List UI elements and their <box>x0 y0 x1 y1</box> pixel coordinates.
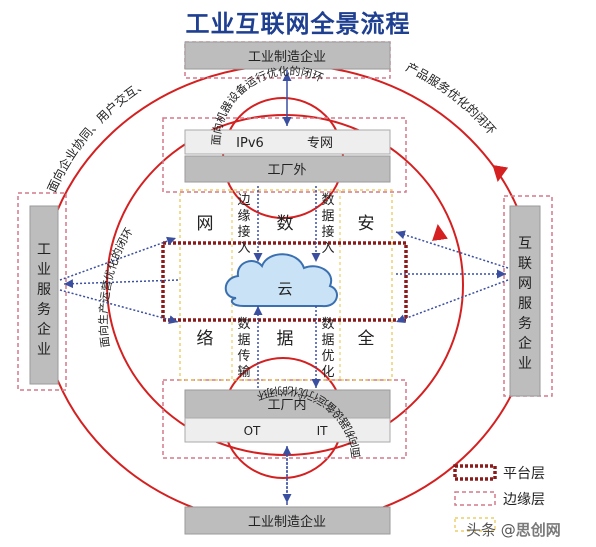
edge_access-char: 边 <box>237 193 250 208</box>
data_optimize-char: 据 <box>321 333 334 348</box>
cloud-icon <box>224 253 338 308</box>
private-net-label: 专网 <box>307 136 333 151</box>
middle-loop-arrow <box>432 224 448 241</box>
network-row <box>184 129 391 155</box>
arrow-left-to-platform-bottom <box>59 289 179 324</box>
arrow-left-to-platform-top <box>59 236 177 281</box>
arrow-right-to-platform-bottom <box>395 279 509 324</box>
watermark-prefix: 头条 @ <box>466 521 516 539</box>
right_box-char: 企 <box>518 335 532 352</box>
edge_access-char: 缘 <box>237 209 250 224</box>
right_box-char: 联 <box>518 256 532 272</box>
edge_access-char: 入 <box>237 241 250 256</box>
left_box-char: 企 <box>37 321 51 338</box>
edge-box-right <box>503 195 553 397</box>
watermark: 头条 @思创网 <box>466 519 561 540</box>
platform-layer-box <box>161 241 408 322</box>
data_transfer-char: 数 <box>237 317 250 332</box>
data_optimize-char: 化 <box>321 365 334 380</box>
right_box-char: 务 <box>518 316 532 332</box>
legend-edge-label: 边缘层 <box>503 492 545 508</box>
data_access-char: 据 <box>321 209 334 224</box>
security-char-2: 数 <box>277 214 294 234</box>
security-char-6: 全 <box>358 329 375 349</box>
security-char-3: 安 <box>358 214 375 234</box>
edge_access-char: 接 <box>237 224 250 240</box>
factory-inside-label: 工厂内 <box>267 397 306 413</box>
top-company-label: 工业制造企业 <box>248 49 326 65</box>
left_box-char: 业 <box>37 342 51 358</box>
arc-label-inner-left: 面向生产运营优化的闭环 <box>96 226 135 349</box>
data_optimize-char: 优 <box>321 349 334 364</box>
right_box-char: 网 <box>518 276 532 292</box>
right_box-char: 互 <box>518 236 532 252</box>
factory-outside-label: 工厂外 <box>267 163 306 178</box>
data_access-char: 入 <box>321 241 334 256</box>
edge-box-bottom <box>162 379 407 459</box>
watermark-name: 思创网 <box>515 521 561 539</box>
left_box-char: 工 <box>37 242 51 258</box>
arrow-right-to-platform-top <box>395 230 509 269</box>
left_box-char: 务 <box>37 302 51 318</box>
data_transfer-char: 传 <box>237 349 250 364</box>
legend-third-swatch <box>454 517 496 532</box>
data_transfer-char: 据 <box>237 333 250 348</box>
left_box-char: 服 <box>37 282 51 298</box>
cloud-label: 云 <box>277 280 292 298</box>
ot-label: OT <box>244 424 261 438</box>
legend-platform-label: 平台层 <box>503 466 545 482</box>
security-char-4: 络 <box>197 329 214 349</box>
bottom-company-label: 工业制造企业 <box>248 514 326 530</box>
data_access-char: 数 <box>321 193 334 208</box>
edge-box-left <box>17 192 67 391</box>
middle-loop <box>106 114 464 456</box>
it-label: IT <box>317 424 329 438</box>
right_box-char: 业 <box>518 356 532 372</box>
data_access-char: 接 <box>321 224 334 240</box>
left_box-char: 业 <box>37 262 51 278</box>
right-company-box <box>509 205 541 397</box>
ot-it-row <box>184 417 391 443</box>
security-char-1: 网 <box>197 214 214 234</box>
top-company-box <box>184 41 391 70</box>
arrow-platform-to-left <box>63 279 179 289</box>
legend-edge-swatch <box>454 491 496 506</box>
factory-outside-box <box>184 155 391 183</box>
left-company-box <box>29 205 59 385</box>
outer-loop-arrow <box>492 164 509 182</box>
bottom-company-box <box>184 506 391 535</box>
diagram-title: 工业互联网全景流程 <box>185 10 411 38</box>
legend-platform-swatch <box>453 464 497 481</box>
right_box-char: 服 <box>518 296 532 312</box>
data_transfer-char: 输 <box>237 364 250 380</box>
security-char-5: 据 <box>277 329 294 349</box>
data_optimize-char: 数 <box>321 317 334 332</box>
ipv6-label: IPv6 <box>236 136 264 151</box>
security-grid <box>179 189 393 381</box>
arc-label-top-left: 面向企业协同、用户交互、 <box>45 77 150 195</box>
